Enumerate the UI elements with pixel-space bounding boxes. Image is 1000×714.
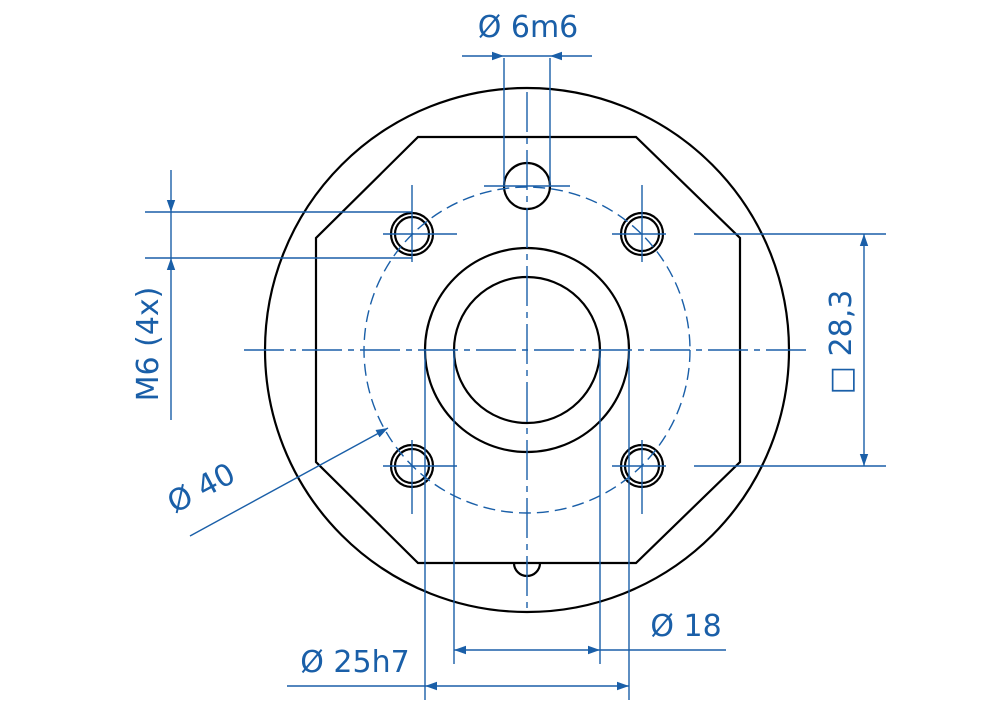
pitch-circle-label: Ø 40 <box>162 456 241 520</box>
bore-label: Ø 18 <box>650 609 721 644</box>
pin-diameter-label: Ø 6m6 <box>478 10 579 45</box>
square-label: □ 28,3 <box>824 290 859 395</box>
spigot-label: Ø 25h7 <box>300 645 409 680</box>
pitch-leader <box>189 427 389 537</box>
center-lines <box>145 58 886 700</box>
body-profile <box>314 135 742 565</box>
thread-label: M6 (4x) <box>131 287 166 402</box>
dimension-lines <box>166 51 869 691</box>
